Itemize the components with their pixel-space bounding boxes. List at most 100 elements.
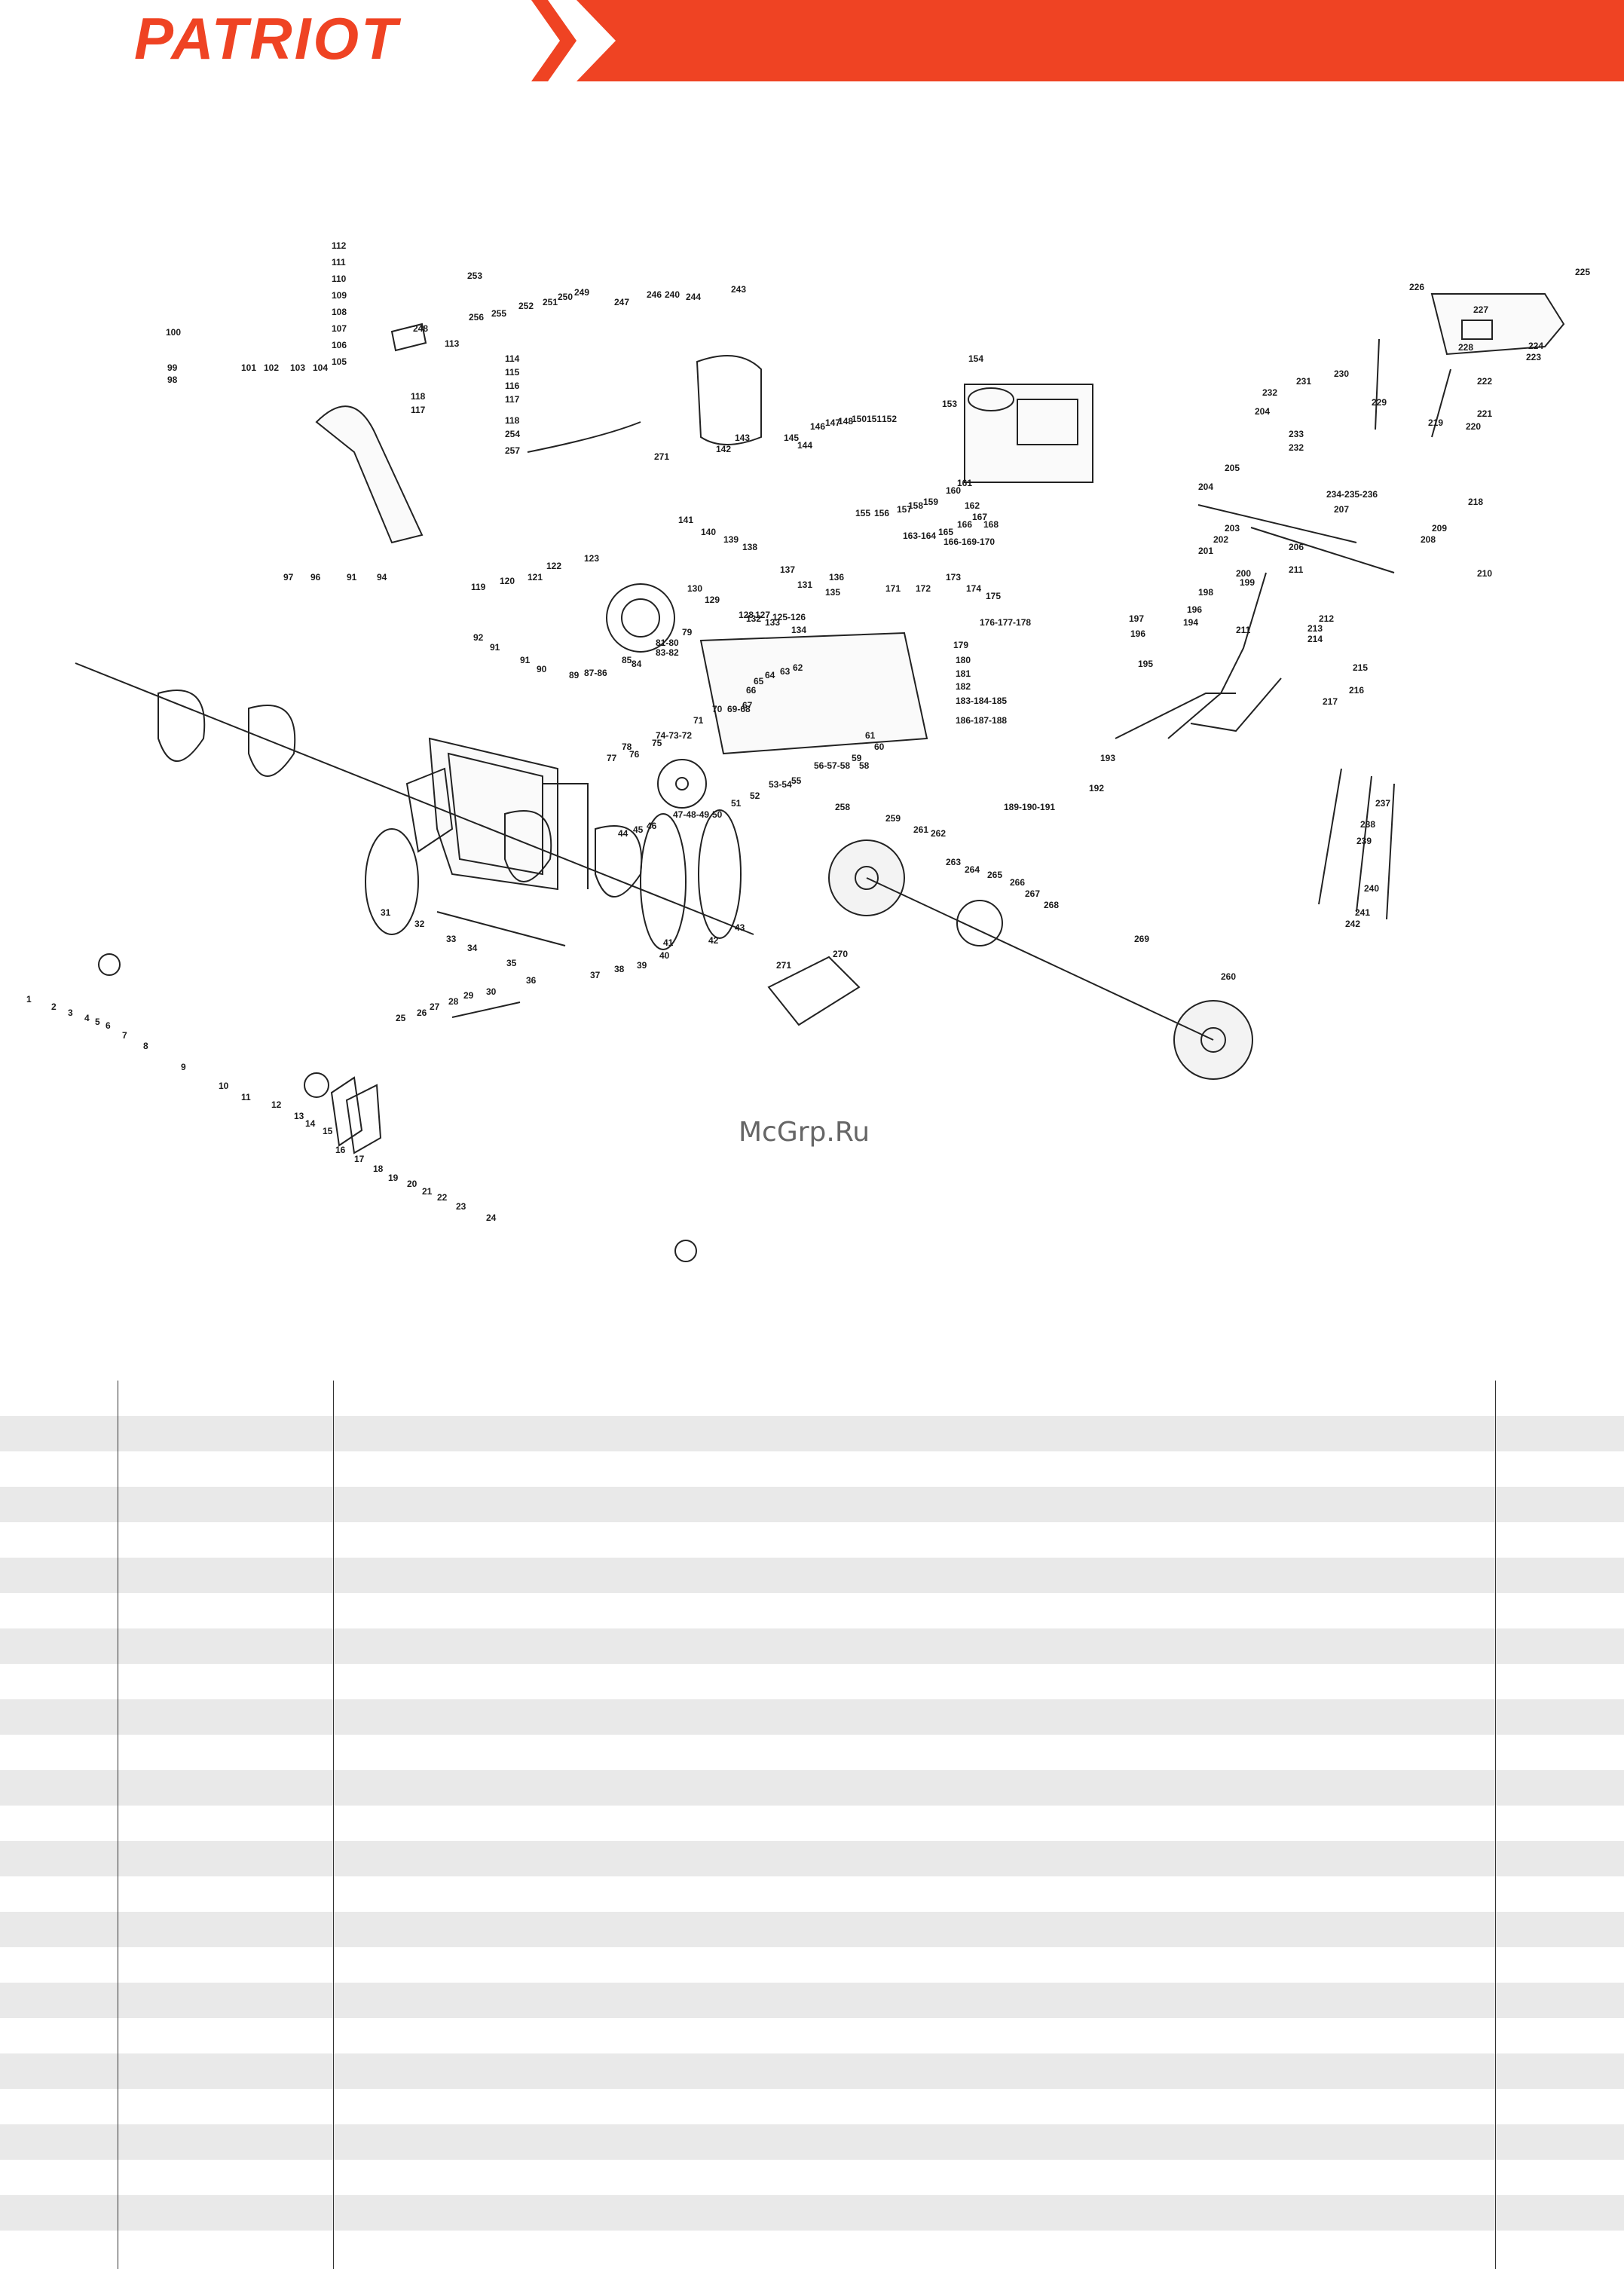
svg-text:217: 217	[1323, 696, 1338, 707]
table-row	[0, 2124, 1624, 2160]
svg-text:148: 148	[838, 416, 853, 427]
svg-text:85: 85	[622, 655, 632, 665]
svg-text:118: 118	[411, 391, 426, 402]
svg-text:234-235-236: 234-235-236	[1326, 489, 1378, 500]
svg-text:91: 91	[347, 572, 357, 583]
patriot-logo: PATRIOT	[134, 5, 399, 72]
svg-text:76: 76	[629, 749, 640, 760]
svg-text:194: 194	[1183, 617, 1198, 628]
svg-text:140: 140	[701, 527, 716, 537]
svg-text:71: 71	[693, 715, 704, 726]
svg-text:84: 84	[632, 659, 642, 669]
svg-text:109: 109	[332, 290, 347, 301]
svg-text:91: 91	[490, 642, 500, 653]
svg-text:128: 128	[739, 610, 754, 620]
svg-text:193: 193	[1100, 753, 1115, 763]
brand-band	[577, 0, 1624, 81]
svg-text:202: 202	[1213, 534, 1228, 545]
svg-text:216: 216	[1349, 685, 1364, 696]
table-row	[0, 1451, 1624, 1487]
svg-text:151: 151	[867, 414, 882, 424]
svg-text:51: 51	[731, 798, 742, 809]
svg-text:249: 249	[574, 287, 589, 298]
svg-text:137: 137	[780, 564, 795, 575]
svg-text:118: 118	[505, 415, 520, 426]
svg-text:199: 199	[1240, 577, 1255, 588]
table-row	[0, 1841, 1624, 1876]
svg-text:55: 55	[791, 775, 802, 786]
table-row	[0, 2018, 1624, 2053]
svg-text:198: 198	[1198, 587, 1213, 598]
svg-text:102: 102	[264, 362, 279, 373]
svg-text:207: 207	[1334, 504, 1349, 515]
svg-text:156: 156	[874, 508, 889, 518]
svg-text:225: 225	[1575, 267, 1590, 277]
svg-text:237: 237	[1375, 798, 1390, 809]
svg-text:142: 142	[716, 444, 731, 454]
svg-text:150: 150	[852, 414, 867, 424]
watermark: McGrp.Ru	[739, 1117, 870, 1148]
table-row	[0, 1876, 1624, 1912]
svg-text:196: 196	[1130, 628, 1145, 639]
svg-text:123: 123	[584, 553, 599, 564]
svg-text:250: 250	[558, 292, 573, 302]
svg-text:166: 166	[957, 519, 972, 530]
svg-text:20: 20	[407, 1179, 417, 1189]
svg-text:264: 264	[965, 864, 980, 875]
svg-text:246: 246	[647, 289, 662, 300]
svg-text:40: 40	[659, 950, 670, 961]
svg-text:196: 196	[1187, 604, 1202, 615]
svg-text:233: 233	[1289, 429, 1304, 439]
table-column-divider	[333, 1381, 334, 2269]
svg-text:214: 214	[1307, 634, 1323, 644]
svg-text:34: 34	[467, 943, 478, 953]
svg-text:15: 15	[323, 1126, 333, 1136]
svg-text:46: 46	[647, 821, 657, 831]
svg-text:22: 22	[437, 1192, 448, 1203]
svg-text:244: 244	[686, 292, 701, 302]
svg-text:192: 192	[1089, 783, 1104, 794]
svg-text:3: 3	[68, 1008, 73, 1018]
svg-text:248: 248	[413, 323, 428, 334]
table-row	[0, 1912, 1624, 1947]
table-row	[0, 1664, 1624, 1699]
svg-text:133: 133	[765, 617, 780, 628]
svg-text:18: 18	[373, 1164, 384, 1174]
table-row	[0, 2195, 1624, 2231]
svg-text:101: 101	[241, 362, 256, 373]
svg-text:117: 117	[505, 394, 520, 405]
svg-text:232: 232	[1289, 442, 1304, 453]
svg-text:147: 147	[825, 417, 840, 428]
svg-text:152: 152	[882, 414, 897, 424]
svg-text:79: 79	[682, 627, 693, 638]
svg-text:8: 8	[143, 1041, 148, 1051]
svg-text:242: 242	[1345, 919, 1360, 929]
svg-text:63: 63	[780, 666, 791, 677]
svg-text:135: 135	[825, 587, 840, 598]
exploded-parts-diagram: 112 111 110 109 108 107 106 105 100 99 9…	[26, 240, 1590, 1262]
svg-text:232: 232	[1262, 387, 1277, 398]
svg-text:226: 226	[1409, 282, 1424, 292]
svg-text:100: 100	[166, 327, 181, 338]
svg-text:28: 28	[448, 996, 459, 1007]
svg-text:96: 96	[310, 572, 321, 583]
svg-text:266: 266	[1010, 877, 1025, 888]
table-row	[0, 2160, 1624, 2195]
svg-text:182: 182	[956, 681, 971, 692]
table-row	[0, 1947, 1624, 1983]
svg-text:53-54: 53-54	[769, 779, 792, 790]
svg-text:2: 2	[51, 1001, 57, 1012]
svg-text:145: 145	[784, 433, 799, 443]
svg-text:144: 144	[797, 440, 812, 451]
table-row	[0, 1735, 1624, 1770]
svg-text:221: 221	[1477, 408, 1492, 419]
svg-text:104: 104	[313, 362, 328, 373]
svg-text:201: 201	[1198, 546, 1213, 556]
svg-text:25: 25	[396, 1013, 406, 1023]
svg-text:267: 267	[1025, 888, 1040, 899]
svg-text:255: 255	[491, 308, 506, 319]
svg-text:161: 161	[957, 478, 972, 488]
svg-text:154: 154	[968, 353, 983, 364]
svg-text:210: 210	[1477, 568, 1492, 579]
svg-text:103: 103	[290, 362, 305, 373]
